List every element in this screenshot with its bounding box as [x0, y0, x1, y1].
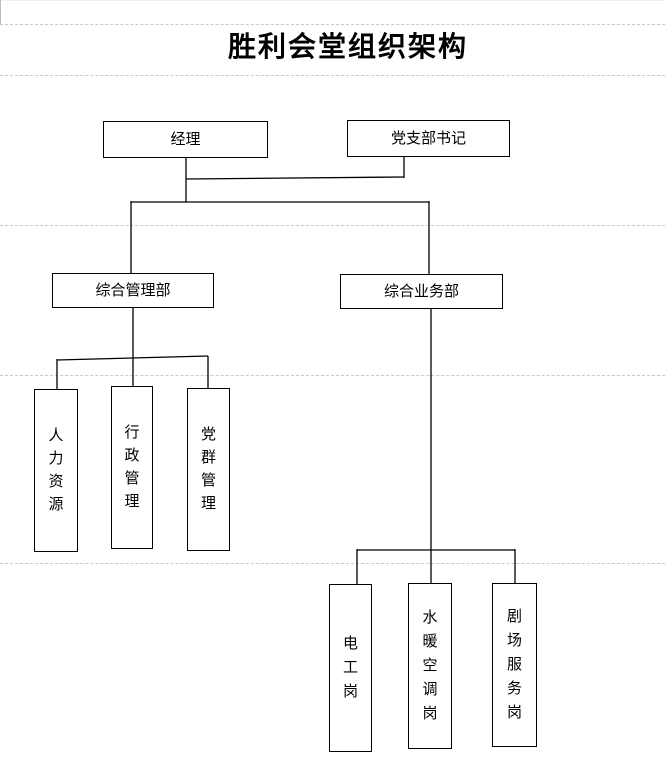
org-node-label: 人力资源 [48, 427, 64, 513]
print-gridline [0, 375, 665, 376]
connector-line [56, 355, 209, 361]
print-gridline [0, 75, 665, 76]
org-node-manager[interactable]: 经理 [103, 121, 268, 158]
org-node-label: 党群管理 [200, 426, 216, 512]
org-node-admin[interactable]: 行政管理 [111, 386, 153, 549]
org-node-label: 经理 [170, 131, 201, 148]
page-left-edge-line [0, 0, 1, 24]
org-node-label: 行政管理 [124, 424, 140, 510]
print-gridline [0, 225, 665, 226]
print-gridline [0, 563, 665, 564]
connector-line [185, 176, 405, 180]
org-node-label: 电工岗 [342, 636, 358, 700]
org-node-hvac[interactable]: 水暖空调岗 [408, 583, 452, 749]
org-node-label: 综合业务部 [383, 283, 459, 300]
page-top-edge-line [0, 0, 665, 1]
org-node-label: 剧场服务岗 [506, 609, 522, 721]
org-node-label: 水暖空调岗 [422, 610, 438, 722]
org-node-hr[interactable]: 人力资源 [34, 389, 78, 552]
org-node-party-secretary[interactable]: 党支部书记 [347, 120, 510, 157]
org-node-electrician[interactable]: 电工岗 [329, 584, 372, 752]
org-node-label: 综合管理部 [95, 282, 171, 299]
org-node-theater-service[interactable]: 剧场服务岗 [492, 583, 537, 747]
org-node-party-mass[interactable]: 党群管理 [187, 388, 230, 551]
org-node-general-management[interactable]: 综合管理部 [52, 273, 214, 308]
org-node-label: 党支部书记 [390, 130, 466, 147]
org-node-general-business[interactable]: 综合业务部 [340, 274, 503, 309]
page-title: 胜利会堂组织架构 [228, 32, 469, 63]
print-gridline [0, 24, 665, 25]
